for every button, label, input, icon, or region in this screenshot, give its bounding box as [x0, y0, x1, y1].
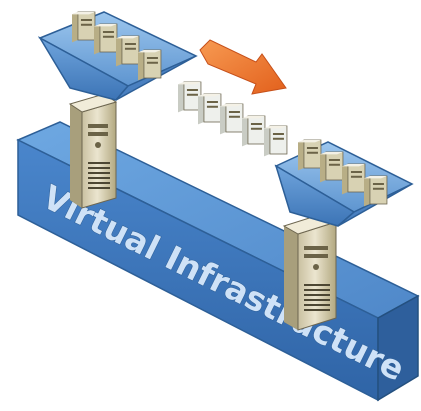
- vm-right-4: [364, 175, 388, 207]
- vm-right-3: [342, 163, 366, 195]
- vm-left-3: [116, 35, 140, 67]
- server-tower-left: [68, 93, 118, 209]
- vm-group-left: [72, 11, 162, 81]
- host-left: [37, 11, 198, 209]
- vm-right-2: [320, 151, 344, 183]
- host-right: [274, 139, 414, 331]
- server-tower-right: [282, 213, 338, 331]
- vm-right-1: [298, 139, 322, 171]
- vm-migrating-2: [198, 93, 222, 125]
- vm-group-right: [298, 139, 388, 207]
- vm-migrating-5: [264, 125, 288, 157]
- vm-left-1: [72, 11, 96, 43]
- vm-migrating-1: [178, 81, 202, 113]
- base-side: [377, 294, 419, 402]
- vm-left-4: [138, 49, 162, 81]
- vm-left-2: [94, 23, 118, 55]
- migrating-vm-group: [178, 81, 288, 157]
- vm-migrating-3: [220, 103, 244, 135]
- migration-arrow: [199, 39, 287, 95]
- vm-migrating-4: [242, 115, 266, 147]
